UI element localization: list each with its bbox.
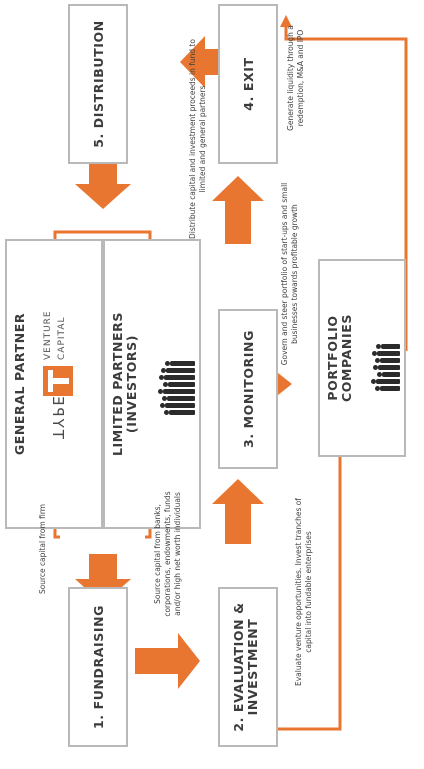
desc-source-capital-investors: Source capital from banks, corporations,… (152, 491, 182, 617)
person-icon (164, 375, 195, 380)
person-icon (378, 365, 400, 370)
limited-partners-title: LIMITED PARTNERS (INVESTORS) (110, 261, 140, 507)
desc-evaluate: Evaluate venture opportunities. Invest t… (293, 498, 313, 686)
distribution-box: 5. DISTRIBUTION (68, 4, 128, 164)
person-icon (380, 386, 400, 391)
logo-line1: VENTURE (43, 310, 53, 360)
person-icon (170, 361, 195, 366)
arrow-evaluation-to-monitoring (212, 479, 264, 544)
portfolio-title: PORTFOLIO COMPANIES (325, 291, 355, 425)
person-icon (168, 382, 195, 387)
person-icon (382, 372, 400, 377)
evaluation-title: 2. EVALUATION & INVESTMENT (231, 589, 261, 745)
exit-box: 4. EXIT (218, 4, 278, 164)
evaluation-box: 2. EVALUATION & INVESTMENT (218, 587, 278, 747)
fundraising-title: 1. FUNDRAISING (91, 604, 106, 730)
portfolio-companies-box: PORTFOLIO COMPANIES (318, 259, 406, 457)
fundraising-box: 1. FUNDRAISING (68, 587, 128, 747)
general-partner-box: GENERAL PARTNER TYPE VENTURE CAPITAL (5, 239, 103, 529)
desc-govern: Govern and steer portfolio of start-ups … (279, 182, 299, 366)
person-icon (381, 344, 400, 349)
desc-distribute: Distribute capital and investment procee… (187, 39, 207, 239)
logo-type-text: TYPE (49, 394, 67, 439)
limited-partners-box: LIMITED PARTNERS (INVESTORS) (103, 239, 201, 529)
person-icon (163, 389, 195, 394)
person-icon (380, 358, 400, 363)
general-partner-title: GENERAL PARTNER (12, 312, 27, 456)
person-icon (165, 403, 195, 408)
portfolio-title-text: PORTFOLIO COMPANIES (325, 314, 355, 402)
person-icon (166, 368, 195, 373)
person-icon (377, 351, 400, 356)
logo-t-icon (43, 366, 73, 396)
arrow-exit-to-distribution (180, 36, 222, 88)
person-icon (169, 410, 195, 415)
arrow-distribution-to-partners (75, 159, 131, 209)
companies-silhouettes (370, 344, 400, 391)
arrow-monitoring-to-exit (212, 176, 264, 244)
eval-portfolio-path (278, 371, 342, 731)
monitoring-title: 3. MONITORING (241, 330, 256, 448)
person-icon (167, 396, 195, 401)
type-logo: TYPE VENTURE CAPITAL (39, 310, 79, 439)
exit-title: 4. EXIT (241, 57, 256, 111)
investors-silhouettes (157, 361, 195, 415)
evaluation-title-text: 2. EVALUATION & INVESTMENT (231, 602, 261, 732)
distribution-title: 5. DISTRIBUTION (91, 20, 106, 148)
partners-bracket (53, 230, 152, 539)
person-icon (376, 379, 400, 384)
arrow-fundraising-to-evaluation (135, 633, 200, 689)
limited-partners-title-text: LIMITED PARTNERS (INVESTORS) (110, 312, 140, 457)
portfolio-exit-arrowhead (280, 15, 292, 27)
monitoring-box: 3. MONITORING (218, 309, 278, 469)
logo-line2: CAPITAL (57, 316, 67, 361)
desc-source-capital-firm: Source capital from firm (37, 503, 47, 595)
portfolio-exit-path (284, 27, 408, 351)
desc-liquidity: Generate liquidity through a redemption,… (285, 25, 305, 131)
